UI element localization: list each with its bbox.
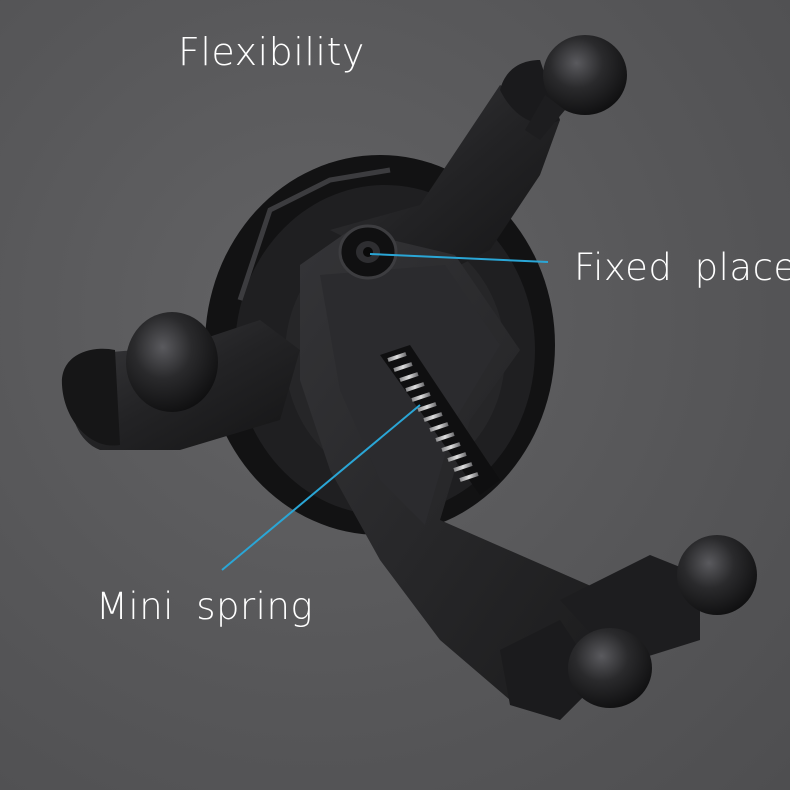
fixed-place-label: Fixed place [574,246,790,289]
fixed-place-callout-line [369,253,549,263]
knob-left [126,312,218,412]
knob-bottom-right-lower [568,628,652,708]
flexibility-label: Flexibility [178,30,365,74]
knob-bottom-right-upper [677,535,757,615]
knob-top-right [525,35,627,140]
spring-assembly [380,345,500,495]
mini-spring-callout-line [221,404,421,571]
mini-spring-label: Mini spring [96,585,314,628]
pivot-pin [338,224,398,280]
